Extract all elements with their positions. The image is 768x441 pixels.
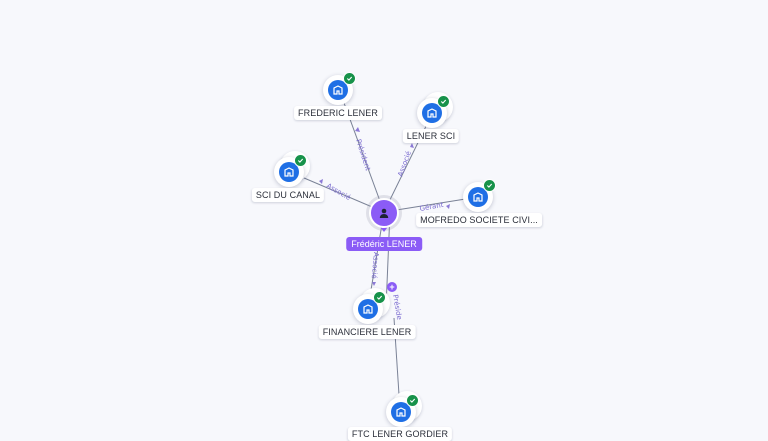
company-label-sci-du-canal[interactable]: SCI DU CANAL <box>251 188 325 202</box>
edge-label-associe-3: Associé <box>370 252 380 279</box>
arrow-sci-du-canal <box>319 179 323 184</box>
edge-label-associe-1: Associé <box>396 150 413 178</box>
company-label-mofredo[interactable]: MOFREDO SOCIETE CIVI... <box>416 213 542 227</box>
arrow-frederic <box>355 127 360 132</box>
edge-label-president-2: Préside <box>391 294 403 320</box>
expand-plus-badge[interactable]: + <box>387 282 397 292</box>
building-icon <box>328 80 348 100</box>
person-label[interactable]: Frédéric LENER <box>346 237 422 251</box>
company-node-lener-sci[interactable] <box>417 95 450 128</box>
company-label-lener-sci[interactable]: LENER SCI <box>402 129 460 143</box>
company-label-financiere-lener[interactable]: FINANCIERE LENER <box>318 325 416 339</box>
company-node-sci-du-canal[interactable] <box>274 154 307 187</box>
check-icon <box>437 95 450 108</box>
arrow-mofredo <box>446 204 450 209</box>
edge-label-gerant: Gérant <box>419 201 444 213</box>
building-icon <box>358 299 378 319</box>
company-label-frederic-lener[interactable]: FREDERIC LENER <box>294 106 382 120</box>
check-icon <box>294 154 307 167</box>
check-icon <box>483 179 496 192</box>
edge-mofredo <box>383 196 479 213</box>
check-icon <box>343 72 356 85</box>
company-node-frederic-lener[interactable] <box>323 72 356 105</box>
building-icon <box>279 162 299 182</box>
edge-sci-du-canal <box>289 171 385 213</box>
building-icon <box>391 402 411 422</box>
building-icon <box>468 187 488 207</box>
edge-label-president-1: Président <box>354 138 372 172</box>
check-icon <box>406 394 419 407</box>
user-icon <box>379 208 389 218</box>
person-node[interactable] <box>369 198 399 228</box>
company-node-mofredo[interactable] <box>463 179 496 212</box>
check-icon <box>373 291 386 304</box>
person-pin-tip <box>378 224 390 232</box>
arrow-lener-sci <box>410 143 414 148</box>
arrow-financiere <box>372 282 376 286</box>
company-node-financiere-lener[interactable] <box>353 291 386 324</box>
company-node-bottom[interactable] <box>386 394 419 427</box>
edge-label-associe-2: Associé <box>325 182 352 202</box>
building-icon <box>422 103 442 123</box>
company-label-bottom[interactable]: FTC LENER GORDIER <box>347 427 453 441</box>
